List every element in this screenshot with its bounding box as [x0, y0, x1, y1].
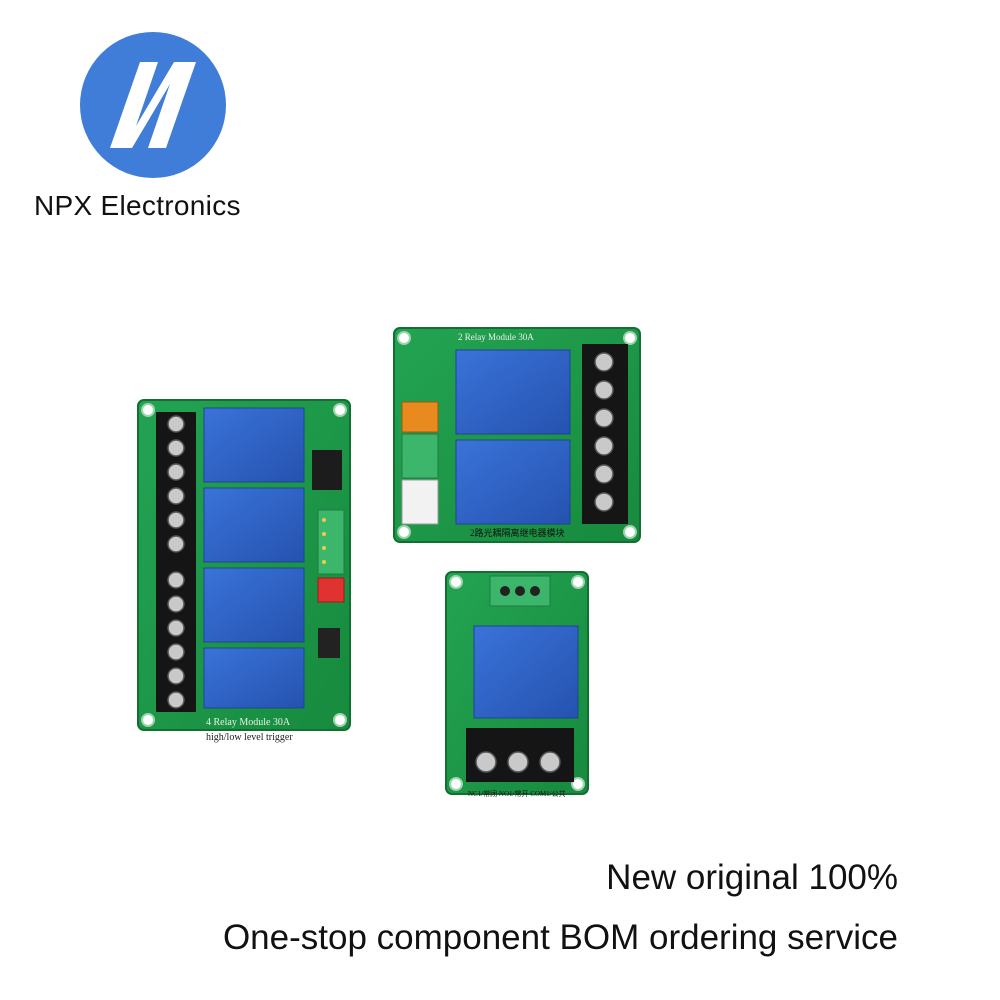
relay-board-4ch: 4 Relay Module 30A high/low level trigge…	[137, 399, 351, 743]
logo-n-mark	[110, 62, 196, 148]
board-2ch-label-1: 2 Relay Module 30A	[458, 332, 534, 342]
tagline-original: New original 100%	[606, 858, 898, 897]
relay-board-1ch: NC1/常闭 NO1/常开 COM1/公共	[445, 571, 589, 798]
tagline-bom-service: One-stop component BOM ordering service	[222, 918, 898, 957]
relay-board-2ch: 2 Relay Module 30A 2路光耦隔离继电器模块	[393, 327, 641, 543]
board-1ch-terminals: NC1/常闭 NO1/常开 COM1/公共	[468, 789, 566, 798]
npx-logo	[80, 32, 226, 178]
board-4ch-label-2: high/low level trigger	[206, 732, 293, 743]
board-2ch-label-cn1: 2路光耦隔离继电器模块	[470, 527, 565, 538]
brand-name: NPX Electronics	[34, 190, 241, 221]
board-4ch-label-1: 4 Relay Module 30A	[206, 717, 291, 728]
